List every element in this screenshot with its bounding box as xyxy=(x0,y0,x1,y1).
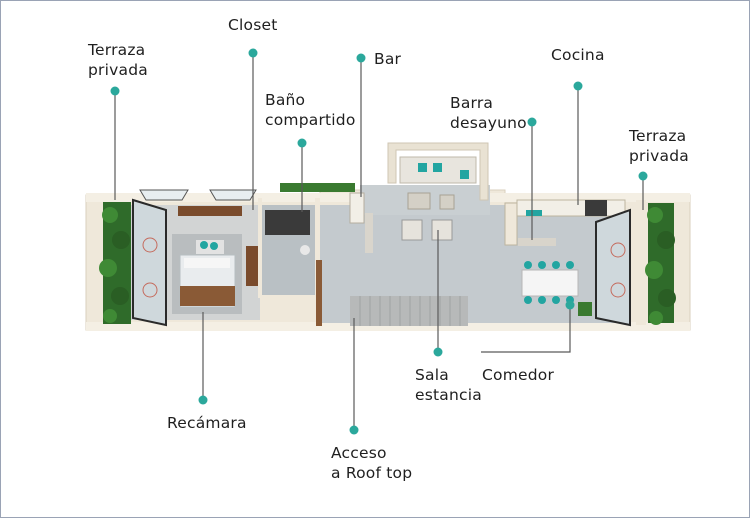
label-line: compartido xyxy=(265,111,356,129)
label-recamara: Recámara xyxy=(167,413,247,433)
label-line: Comedor xyxy=(482,366,555,384)
closet-unit xyxy=(246,246,260,286)
skylight-1 xyxy=(139,189,189,201)
dining-table xyxy=(521,269,579,297)
lounge-chair-2 xyxy=(431,219,453,241)
label-line: Baño xyxy=(265,91,306,109)
label-comedor: Comedor xyxy=(482,365,554,385)
bath-wall-2 xyxy=(315,198,320,298)
wall-bottom-strip xyxy=(86,322,690,331)
niche-cushion-2 xyxy=(433,163,442,172)
label-bano-compartido: Baño compartido xyxy=(265,90,356,130)
leader-lines xyxy=(114,53,644,430)
label-line: Cocina xyxy=(551,46,605,64)
bed-headboard xyxy=(180,286,235,306)
right-terrace-wall xyxy=(636,200,646,325)
label-line: Bar xyxy=(374,50,402,68)
niche-cushion-1 xyxy=(418,163,427,172)
label-line: Sala xyxy=(415,366,449,384)
coffee-table xyxy=(407,192,431,210)
label-line: a Roof top xyxy=(331,464,413,482)
wood-pillar xyxy=(316,260,322,326)
label-line: Acceso xyxy=(331,444,387,462)
leader-dots xyxy=(110,48,648,435)
skylight-2 xyxy=(209,189,257,201)
label-cocina: Cocina xyxy=(551,45,605,65)
label-line: privada xyxy=(88,61,148,79)
bedroom-shelf xyxy=(178,206,242,216)
niche-cushion-3 xyxy=(460,170,469,179)
label-line: Barra xyxy=(450,94,494,112)
label-line: estancia xyxy=(415,386,482,404)
right-corner-plant xyxy=(578,302,592,316)
label-terraza-privada-right: Terraza privada xyxy=(629,126,689,166)
planter-top xyxy=(280,183,355,192)
label-line: Terraza xyxy=(88,41,146,59)
bath-vanity xyxy=(265,210,310,235)
bath-wall xyxy=(258,198,262,298)
breakfast-stools xyxy=(518,238,556,246)
kitchen-cabinet xyxy=(585,200,607,216)
bath-bottom-wall xyxy=(262,295,320,299)
label-acceso-roof-top: Acceso a Roof top xyxy=(331,443,412,483)
label-sala-estancia: Sala estancia xyxy=(415,365,482,405)
coffee-table-2 xyxy=(439,194,455,210)
label-line: Terraza xyxy=(629,127,687,145)
upper-niche-walls xyxy=(387,142,489,201)
label-line: privada xyxy=(629,147,689,165)
label-bar: Bar xyxy=(374,49,401,69)
bedroom-chair xyxy=(196,240,224,254)
label-line: desayuno xyxy=(450,114,527,132)
lounge-chair-1 xyxy=(401,219,423,241)
kitchen-teal xyxy=(526,210,542,216)
bed-pillow xyxy=(184,258,230,268)
label-barra-desayuno: Barra desayuno xyxy=(450,93,527,133)
bar-counter xyxy=(349,192,365,224)
right-sliding-door xyxy=(595,208,631,327)
label-terraza-privada-left: Terraza privada xyxy=(88,40,148,80)
label-line: Recámara xyxy=(167,414,247,432)
left-sliding-door xyxy=(132,198,167,327)
breakfast-bar xyxy=(504,202,518,246)
label-closet: Closet xyxy=(228,15,278,35)
label-line: Closet xyxy=(228,16,278,34)
bar-stools xyxy=(365,213,373,253)
